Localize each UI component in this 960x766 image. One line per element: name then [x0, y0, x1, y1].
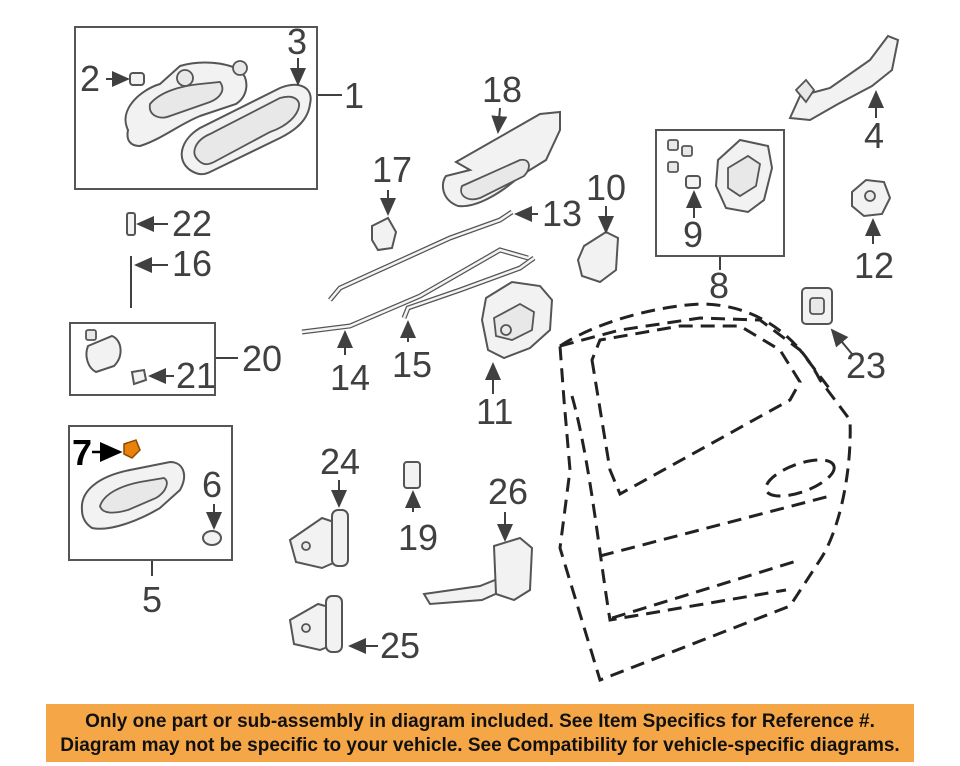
- outer-door-handle: [124, 60, 248, 148]
- inside-handle-bracket: [441, 107, 561, 208]
- latch-bolt: [685, 175, 702, 218]
- disclaimer-line-2: Diagram may not be specific to your vehi…: [60, 735, 900, 756]
- rod-pin: [126, 212, 168, 236]
- group-box-inner-handle: [68, 425, 233, 561]
- inner-door-handle: [80, 460, 186, 530]
- rubber-bumper: [403, 461, 421, 512]
- callout-19: 19: [398, 517, 438, 558]
- lock-lever: [85, 329, 122, 374]
- callout-8: 8: [709, 265, 729, 306]
- callout-24: 24: [320, 441, 360, 482]
- rod-guide-clip: [371, 190, 398, 252]
- group-box-lock-parts: [69, 322, 216, 396]
- callout-18: 18: [482, 69, 522, 110]
- callout-16: 16: [172, 243, 212, 284]
- lower-door-hinge: [288, 595, 378, 654]
- door-latch: [667, 138, 774, 214]
- callout-1: 1: [344, 75, 364, 116]
- callout-6: 6: [202, 464, 222, 505]
- callout-14: 14: [330, 357, 370, 398]
- callout-9: 9: [683, 214, 703, 255]
- lock-rod-link: [400, 255, 536, 342]
- latch-rod-upper: [328, 206, 538, 302]
- handle-clip-highlighted: [92, 439, 141, 462]
- callout-20: 20: [242, 338, 282, 379]
- callout-3: 3: [287, 21, 307, 62]
- upper-door-hinge: [288, 480, 349, 570]
- handle-gasket: [180, 58, 312, 176]
- callout-2: 2: [80, 58, 100, 99]
- callout-5: 5: [142, 579, 162, 620]
- lock-rod: [130, 256, 168, 308]
- callout-12: 12: [854, 245, 894, 286]
- callout-10: 10: [586, 167, 626, 208]
- callout-21: 21: [176, 355, 216, 396]
- callout-17: 17: [372, 149, 412, 190]
- door-check: [422, 512, 534, 606]
- disclaimer-line-1: Only one part or sub-assembly in diagram…: [85, 711, 875, 732]
- callout-4: 4: [864, 115, 884, 156]
- handle-cap: [202, 504, 222, 546]
- group-box-outer-handle: [74, 26, 318, 190]
- door-striker: [851, 178, 892, 244]
- rear-door-outline: [558, 302, 852, 682]
- callout-22: 22: [172, 203, 212, 244]
- callout-15: 15: [392, 344, 432, 385]
- outside-handle-rod-bracket: [788, 34, 900, 122]
- handle-screw: [106, 71, 145, 87]
- callout-25: 25: [380, 625, 420, 666]
- parts-diagram: 1 2 3 22 16 21 20 7 6 5: [68, 21, 900, 682]
- latch-rod-lower: [301, 247, 529, 355]
- disclaimer-banner: Only one part or sub-assembly in diagram…: [46, 704, 914, 762]
- callout-7: 7: [72, 432, 92, 473]
- door-lock-actuator: [480, 280, 554, 394]
- door-switch: [801, 287, 853, 355]
- lock-clip: [130, 368, 174, 386]
- group-box-latch: [655, 129, 785, 257]
- callout-13: 13: [542, 193, 582, 234]
- callout-23: 23: [846, 345, 886, 386]
- callout-11: 11: [476, 391, 513, 432]
- callout-26: 26: [488, 471, 528, 512]
- latch-cover: [576, 206, 620, 284]
